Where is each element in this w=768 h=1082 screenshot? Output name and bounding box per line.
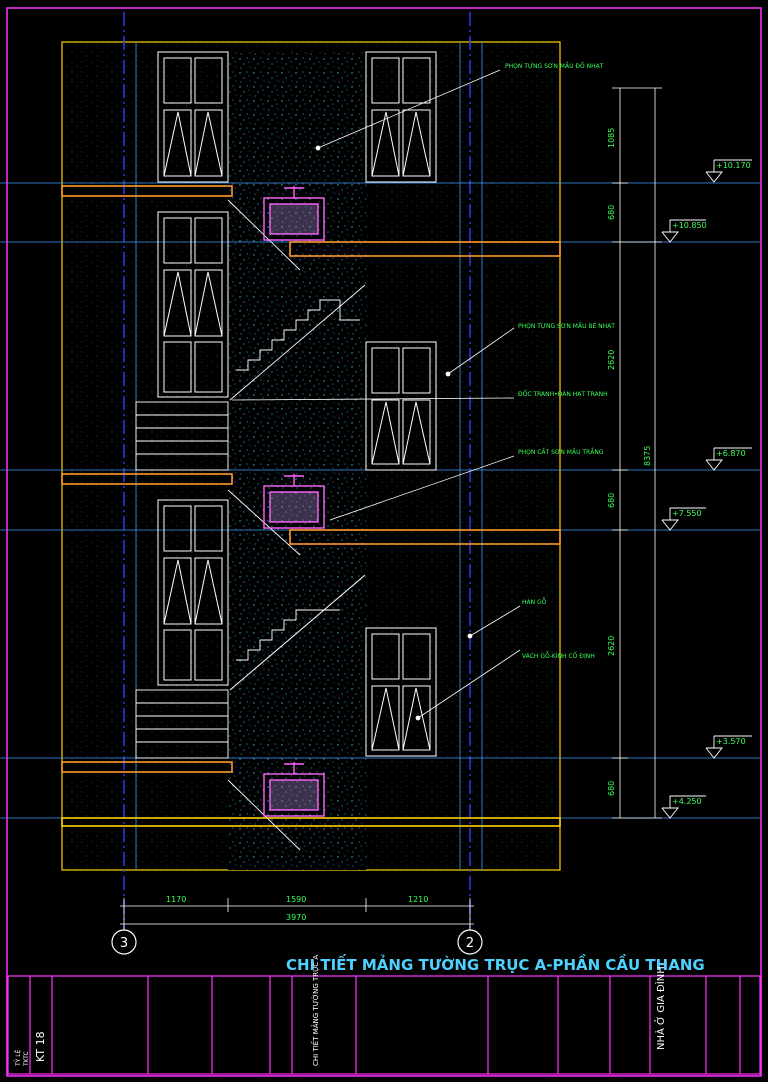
title-block bbox=[7, 975, 761, 1075]
annotation-2: PHỌN TỰNG SƠN MẦU BE NHẠT bbox=[518, 322, 615, 330]
vertical-dimensions bbox=[612, 87, 662, 819]
axis-bubble-2: 2 bbox=[457, 929, 483, 955]
annotation-5: HAN GỖ bbox=[522, 598, 547, 606]
annotation-3: ĐỐC TRANH•ĐÀN HẠT TRANH bbox=[518, 390, 608, 398]
planter-boxes bbox=[263, 186, 325, 817]
level-label-5: +3.570 bbox=[716, 737, 746, 746]
dim-v-3: 2620 bbox=[607, 350, 616, 370]
sheet-frame bbox=[6, 7, 762, 1077]
sheet-number: KT 18 bbox=[34, 1031, 47, 1062]
dim-v-2: 680 bbox=[607, 205, 616, 220]
dim-h-1: 1170 bbox=[166, 895, 186, 904]
project-name: NHÀ Ở GIA ĐÌNH bbox=[653, 966, 667, 1050]
dim-v-total: 8375 bbox=[643, 446, 652, 466]
annotation-4: PHỌN CẮT SƠN MẦU TRẮNG bbox=[518, 448, 604, 456]
axis-label-2: 2 bbox=[466, 936, 474, 951]
stair-wall-field-2 bbox=[228, 300, 366, 460]
dim-v-5: 2620 bbox=[607, 636, 616, 656]
dim-h-total: 3970 bbox=[286, 913, 306, 922]
horizontal-dimensions bbox=[120, 898, 474, 930]
dim-v-1: 1085 bbox=[607, 128, 616, 148]
drawing-name: CHI TIẾT MẢNG TƯỜNG TRỤC A bbox=[310, 955, 320, 1066]
annotation-1: PHỌN TỰNG SƠN MẦU ĐỒ NHẠT bbox=[505, 61, 604, 70]
level-label-1: +10.170 bbox=[716, 161, 751, 170]
dim-v-4: 680 bbox=[607, 493, 616, 508]
level-markers bbox=[661, 159, 752, 819]
floor-slabs bbox=[61, 185, 561, 827]
stair-wall-field bbox=[228, 52, 366, 870]
leader-lines bbox=[229, 69, 521, 721]
annotation-6: VÁCH GỖ-KÍNH CỐ ĐỊNH bbox=[522, 652, 595, 660]
windows bbox=[157, 51, 437, 757]
level-label-3: +6.870 bbox=[716, 449, 746, 458]
axis-bubble-3: 3 bbox=[111, 929, 137, 955]
axis-label-3: 3 bbox=[120, 936, 128, 951]
level-label-6: +4.250 bbox=[672, 797, 702, 806]
dim-v-6: 680 bbox=[607, 781, 616, 796]
level-label-4: +7.550 bbox=[672, 509, 702, 518]
dim-h-2: 1590 bbox=[286, 895, 306, 904]
tb-label-2: TKTC bbox=[23, 1051, 30, 1067]
level-label-2: +10.850 bbox=[672, 221, 707, 230]
drawing-title: CHI TIẾT MẢNG TƯỜNG TRỤC A-PHẦN CẦU THAN… bbox=[286, 953, 705, 974]
tb-label-1: TỶ LỆ bbox=[14, 1049, 22, 1067]
dim-h-3: 1210 bbox=[408, 895, 428, 904]
